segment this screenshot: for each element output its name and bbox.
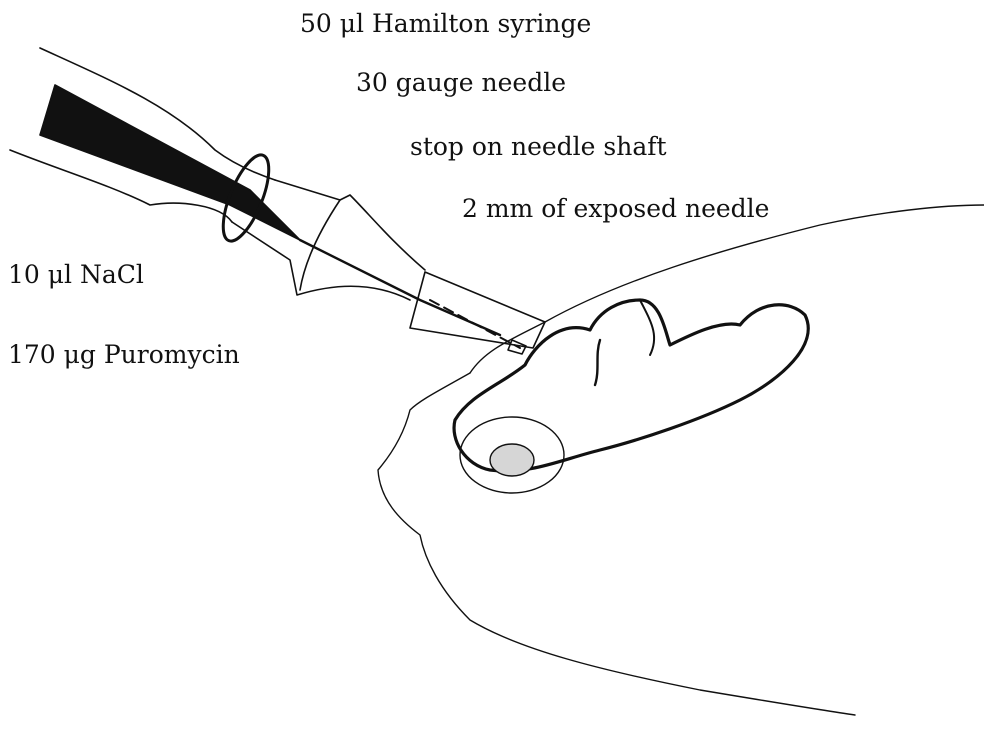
needle-stop-label: stop on needle shaft <box>410 134 667 159</box>
needle-stop <box>410 272 545 348</box>
syringe-hub <box>275 180 425 270</box>
volume-label: 10 μl NaCl <box>8 262 144 287</box>
needle-gauge-label: 30 gauge needle <box>356 70 566 95</box>
syringe-label: 50 μl Hamilton syringe <box>300 11 591 36</box>
needle-exposed <box>430 300 520 348</box>
dose-label: 170 μg Puromycin <box>8 342 240 367</box>
snout-outline <box>378 373 855 715</box>
eye-inner <box>490 444 534 476</box>
exposed-needle-label: 2 mm of exposed needle <box>462 196 769 221</box>
syringe-plunger <box>40 85 300 240</box>
syringe-hub-cone <box>300 200 340 290</box>
brain-sulcus <box>595 340 600 385</box>
brain-sulcus-2 <box>640 300 654 355</box>
syringe-hub-lower <box>232 222 410 300</box>
